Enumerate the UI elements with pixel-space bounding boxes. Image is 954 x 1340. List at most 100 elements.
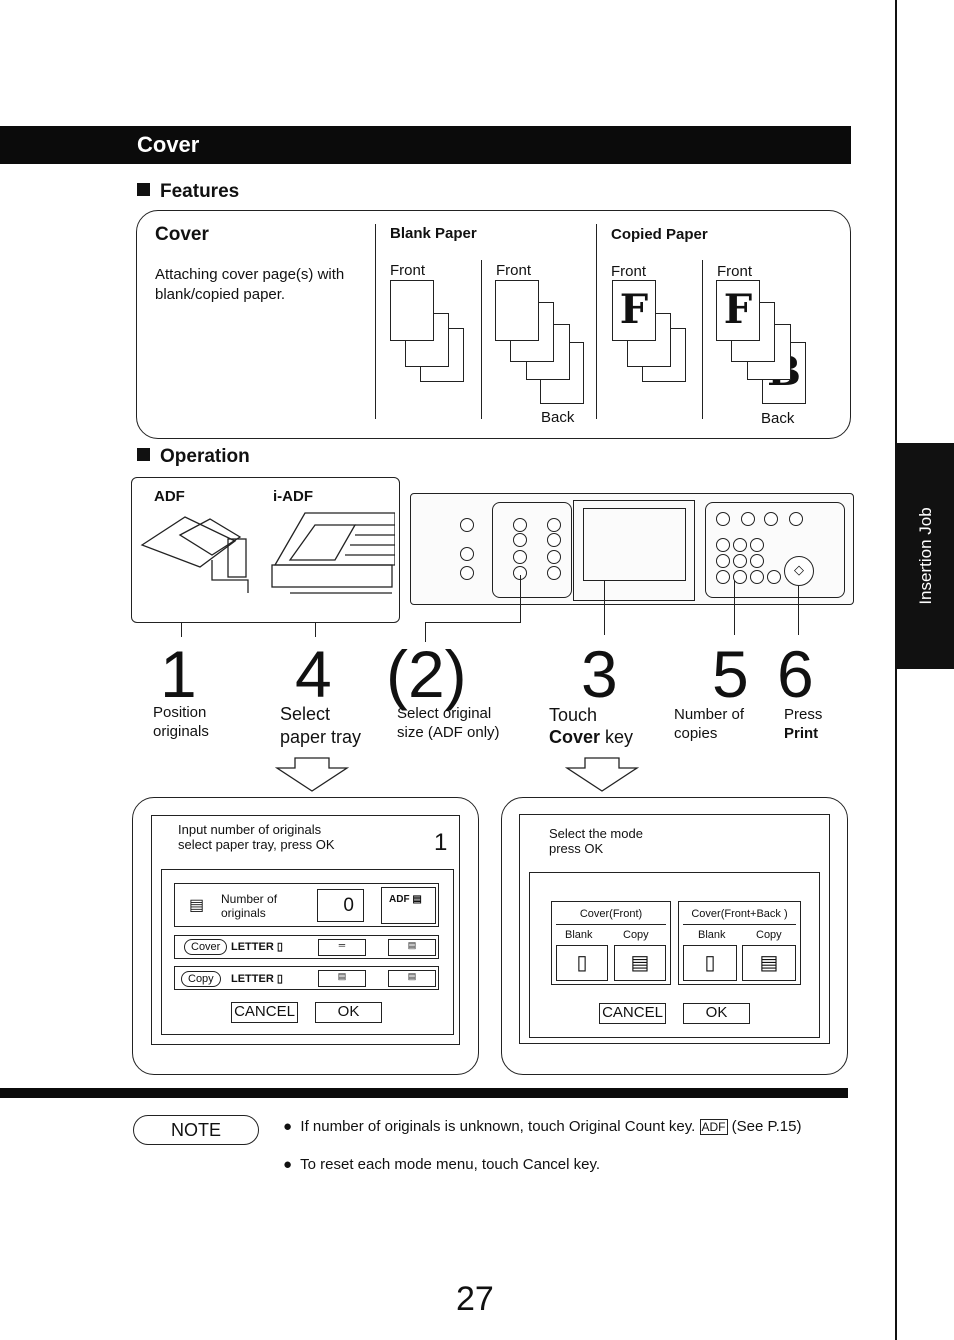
keypad-button (733, 554, 747, 568)
left-screen-panel (132, 797, 479, 1075)
panel-button (764, 512, 778, 526)
mode-title: Cover(Front) (579, 908, 643, 920)
prompt-line: select paper tray, press OK (178, 837, 335, 852)
paper-size-label: LETTER ▯ (231, 941, 283, 953)
adf-device-illustration (140, 512, 395, 594)
keypad-button (750, 538, 764, 552)
front-label: Front (611, 263, 647, 280)
bullet-dot-icon: ● (283, 1118, 293, 1135)
note-item: ● If number of originals is unknown, tou… (283, 1118, 802, 1135)
step-text: Number of (674, 706, 745, 723)
ok-button[interactable]: OK (315, 1002, 382, 1023)
blank-cover-sheet (495, 280, 539, 341)
copy-tray-label: Copy (181, 971, 221, 987)
left-screen-content (161, 869, 454, 1035)
cover-copy-button[interactable]: ▤ (742, 945, 796, 981)
touch-screen-frame (573, 500, 695, 601)
keypad-button (750, 554, 764, 568)
cover-blank-button[interactable]: ▯ (556, 945, 608, 981)
step-number: 6 (777, 637, 814, 711)
originals-number-field[interactable]: 0 (317, 889, 364, 922)
copy-tray-row (174, 966, 439, 990)
adf-button[interactable]: ADF ▤ (381, 887, 436, 924)
panel-button (460, 518, 474, 532)
blank-cover-icon: ▯ (576, 952, 588, 974)
ok-button[interactable]: OK (683, 1003, 750, 1024)
divider (375, 224, 377, 419)
copy-label: Copy (756, 929, 782, 941)
down-arrow-icon (275, 757, 349, 792)
panel-button (716, 512, 730, 526)
cover-blank-button[interactable]: ▯ (683, 945, 737, 981)
step-text: Press (784, 706, 823, 723)
blank-cover-sheet (390, 280, 434, 341)
right-screen-frame (519, 814, 830, 1044)
panel-button (547, 518, 561, 532)
step-number: 3 (581, 637, 618, 711)
front-label: Front (496, 262, 532, 279)
keypad-button (716, 538, 730, 552)
cover-copy-button[interactable]: ▤ (614, 945, 666, 981)
cover-tray-row (174, 935, 439, 959)
bullet-dot-icon: ● (283, 1156, 293, 1173)
right-screen-content (529, 872, 820, 1038)
copied-cover-icon: ▤ (759, 952, 779, 974)
keypad-button (733, 570, 747, 584)
adf-illustration-panel (131, 477, 400, 623)
page-number: 27 (456, 1280, 494, 1318)
paper-orientation-icon: ▯ (276, 941, 283, 953)
leader-line (520, 575, 522, 623)
step-number: (2) (386, 637, 467, 711)
tray-button[interactable]: ▤ (388, 939, 436, 956)
control-panel-illustration (410, 493, 854, 605)
mode-cover-front[interactable] (551, 901, 671, 985)
copied-cover-icon: ▤ (630, 952, 650, 974)
panel-button (547, 533, 561, 547)
mode-title: Cover(Front+Back ) (691, 908, 788, 920)
blank-cover-icon: ▯ (704, 952, 716, 974)
copy-label: Copy (623, 929, 649, 941)
document-icon: ▤ (189, 897, 205, 914)
touch-screen (583, 508, 686, 581)
bullet-square-icon (137, 448, 150, 461)
originals-label: Number of (221, 892, 278, 906)
step-text: Position (153, 704, 207, 721)
cover-desc-2: blank/copied paper. (155, 286, 286, 303)
mode-cover-front-back[interactable] (678, 901, 801, 985)
originals-row (174, 883, 439, 927)
prompt-line: Input number of originals (178, 822, 322, 837)
operation-heading: Operation (137, 446, 250, 468)
step-text: Cover key (549, 727, 634, 747)
prompt-line: press OK (549, 841, 604, 856)
leader-line (425, 622, 521, 624)
leader-line (604, 580, 606, 635)
down-arrow-icon (565, 757, 639, 792)
print-start-icon: ◇ (784, 556, 814, 586)
tray-button[interactable]: ▤ (318, 970, 366, 987)
tray-button[interactable]: ▤ (388, 970, 436, 987)
cancel-button[interactable]: CANCEL (231, 1002, 298, 1023)
step-text: size (ADF only) (397, 724, 500, 741)
panel-button (513, 518, 527, 532)
panel-button (460, 547, 474, 561)
step-number: 4 (295, 637, 332, 711)
panel-key-group (492, 502, 572, 598)
copied-cover-sheet: F (612, 280, 656, 341)
panel-button (513, 533, 527, 547)
left-screen-frame (151, 815, 460, 1045)
keypad-area (705, 502, 845, 598)
page-title: Cover (137, 132, 200, 157)
keypad-button (716, 570, 730, 584)
panel-button (513, 550, 527, 564)
leader-line (181, 623, 183, 637)
divider (702, 260, 704, 419)
originals-count: 1 (434, 829, 448, 856)
tray-button[interactable]: ═ (318, 939, 366, 956)
leader-line (734, 580, 736, 635)
panel-button (741, 512, 755, 526)
cancel-button[interactable]: CANCEL (599, 1003, 666, 1024)
step-text: Print (784, 725, 819, 742)
divider (481, 260, 483, 419)
paper-size-label: LETTER ▯ (231, 973, 283, 985)
copied-cover-sheet: F (716, 280, 760, 341)
